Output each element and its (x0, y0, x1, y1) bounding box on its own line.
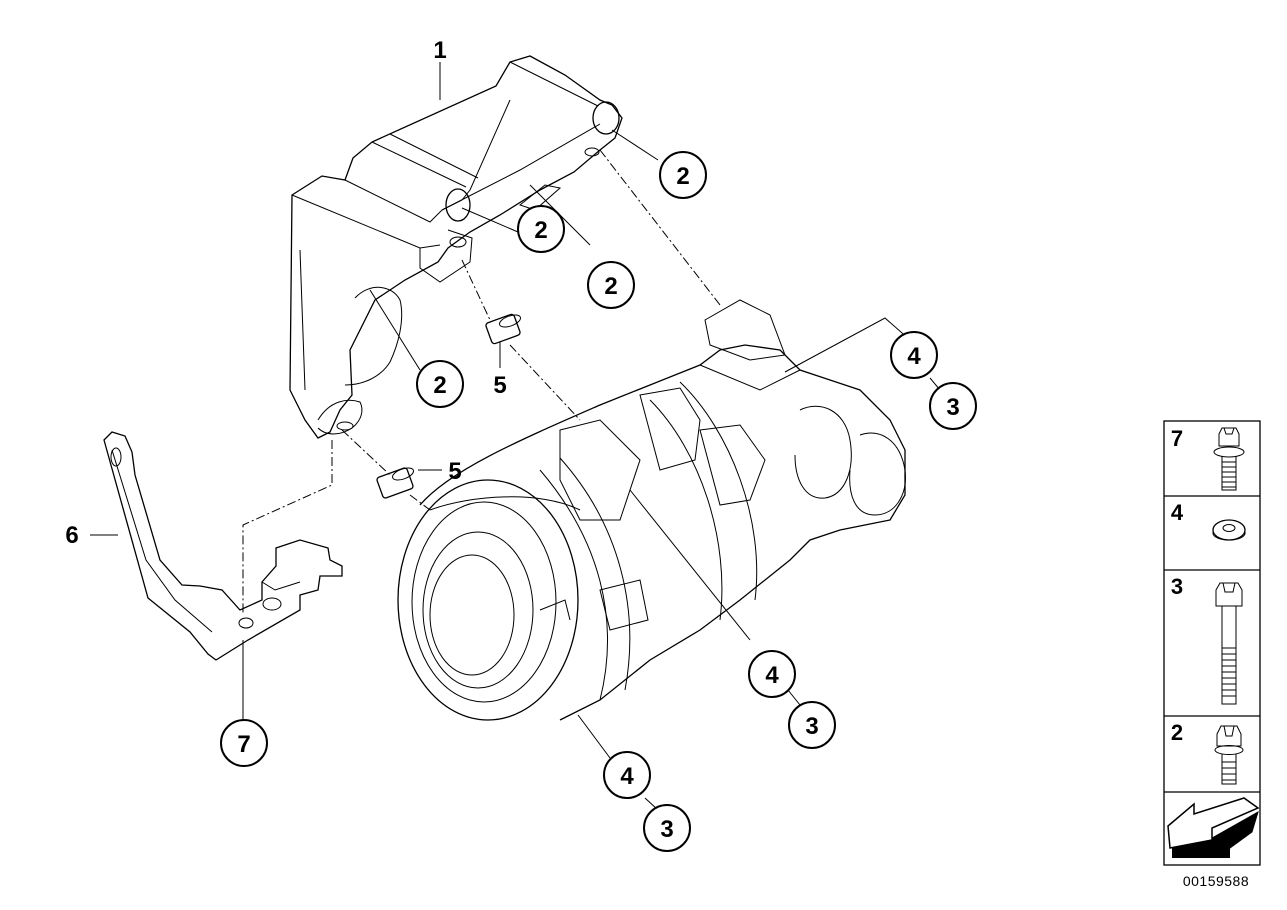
legend-row-7: 7 (1171, 426, 1245, 491)
callout-4-b: 4 (748, 650, 796, 698)
washer-icon (1212, 519, 1246, 541)
callout-3-c: 3 (643, 804, 691, 852)
callout-label: 2 (604, 273, 617, 300)
callout-label: 2 (676, 163, 689, 190)
callout-label: 5 (493, 372, 506, 399)
callout-2-c: 2 (587, 261, 635, 309)
callout-label: 3 (805, 713, 818, 740)
spacer-sleeve-upper (485, 313, 521, 345)
callout-label: 1 (433, 37, 446, 64)
callout-label: 2 (534, 217, 547, 244)
hardware-legend: 7 4 3 (1163, 420, 1261, 866)
hex-bolt-icon (1214, 725, 1244, 785)
callout-label: 4 (907, 343, 921, 370)
diagram-code: 00159588 (1183, 873, 1249, 889)
leader-lines (90, 62, 941, 811)
callout-label: 3 (660, 816, 673, 843)
callout-2-a: 2 (659, 151, 707, 199)
spacer-sleeve-lower (376, 467, 414, 499)
callout-4-a: 4 (890, 331, 938, 379)
legend-number: 2 (1171, 720, 1183, 745)
flange-bolt-icon (1213, 427, 1245, 491)
callout-label: 4 (620, 763, 634, 790)
callout-3-b: 3 (788, 701, 836, 749)
front-arrow-icon (1167, 797, 1260, 858)
legend-row-2: 2 (1171, 720, 1244, 785)
callout-1: 1 (433, 37, 446, 64)
callout-label: 6 (65, 522, 78, 549)
callout-label: 5 (448, 458, 461, 485)
callout-2-b: 2 (517, 205, 565, 253)
legend-number: 4 (1171, 500, 1184, 525)
legend-number: 7 (1171, 426, 1183, 451)
legend-number: 3 (1171, 574, 1183, 599)
long-bolt-icon (1215, 582, 1243, 705)
callout-5-b: 5 (448, 458, 461, 485)
callout-label: 2 (433, 372, 446, 399)
callout-3-a: 3 (929, 382, 977, 430)
callout-6: 6 (65, 522, 78, 549)
callout-label: 7 (237, 731, 250, 758)
callout-2-d: 2 (416, 360, 464, 408)
callout-4-c: 4 (603, 751, 651, 799)
ac-compressor (397, 299, 906, 721)
callout-7: 7 (220, 719, 268, 767)
callout-5-a: 5 (493, 372, 506, 399)
support-bracket (103, 431, 343, 661)
callout-label: 4 (765, 662, 779, 689)
legend-row-4: 4 (1171, 500, 1246, 541)
callout-label: 3 (946, 394, 959, 421)
legend-row-3: 3 (1171, 574, 1243, 705)
